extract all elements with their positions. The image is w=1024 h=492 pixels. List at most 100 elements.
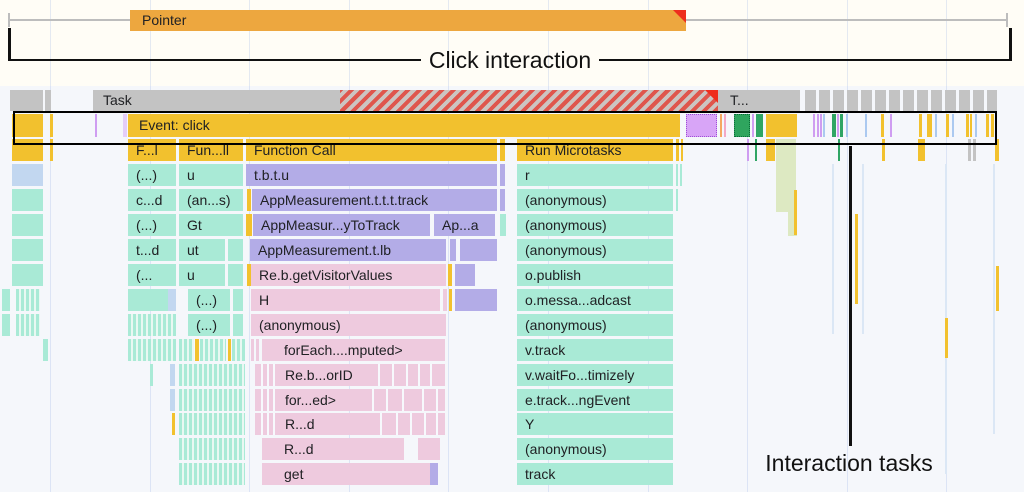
flame-bar-sliver[interactable]	[430, 463, 438, 485]
flame-bar-sliver[interactable]	[45, 90, 51, 111]
flame-bar-sliver[interactable]	[228, 239, 243, 261]
flame-bar-sliver[interactable]	[945, 318, 948, 358]
flame-bar-sliver[interactable]	[766, 139, 775, 161]
flame-bar-[interactable]: (...	[128, 264, 176, 286]
flame-bar-sliver[interactable]	[455, 264, 475, 286]
flame-bar-sliver[interactable]	[968, 139, 971, 161]
flame-bar-foreach-mputed[interactable]: forEach....mputed>	[262, 339, 445, 361]
flame-bar-sliver[interactable]	[918, 139, 925, 161]
flame-bar-sliver[interactable]	[788, 212, 797, 236]
flame-bar-sliver[interactable]	[676, 139, 679, 161]
flame-bar-sliver[interactable]	[986, 114, 989, 137]
flame-bar-sliver[interactable]	[450, 239, 456, 261]
flame-bar-sliver[interactable]	[43, 339, 48, 361]
flame-bar-sliver[interactable]	[756, 114, 763, 137]
flame-bar-o-messa-adcast[interactable]: o.messa...adcast	[517, 289, 673, 311]
flame-bar-sliver[interactable]	[170, 364, 175, 386]
flame-bar-sliver[interactable]	[991, 114, 994, 137]
flame-bar-sliver[interactable]	[2, 314, 10, 336]
flame-bar-sliver[interactable]	[123, 114, 127, 137]
flame-bar-track[interactable]: track	[517, 463, 673, 485]
flame-bar-sliver[interactable]	[720, 114, 722, 137]
flame-bar-sliver[interactable]	[449, 289, 452, 311]
flame-bar-v-waitfo-timizely[interactable]: v.waitFo...timizely	[517, 364, 673, 386]
flame-bar-sliver[interactable]	[676, 164, 678, 186]
flame-bar-task[interactable]: Task	[93, 90, 340, 111]
flame-bar-sliver[interactable]	[50, 114, 53, 137]
flame-bar-y[interactable]: Y	[517, 413, 673, 435]
flame-bar-r-d[interactable]: R...d	[255, 413, 445, 435]
flame-bar-e-track-ngevent[interactable]: e.track...ngEvent	[517, 389, 673, 411]
flame-bar-sliver[interactable]	[448, 264, 452, 286]
flame-bar-sliver[interactable]	[228, 264, 243, 286]
flame-bar-sliver[interactable]	[179, 413, 245, 435]
flame-bar-sliver[interactable]	[228, 339, 231, 361]
flame-bar-sliver[interactable]	[172, 413, 175, 435]
flame-bar-sliver[interactable]	[846, 114, 848, 137]
flame-bar-sliver[interactable]	[12, 189, 43, 211]
flame-bar-appmeasurement-t-t-t-track[interactable]: AppMeasurement.t.t.t.track	[252, 189, 497, 211]
flame-bar-[interactable]: (...)	[128, 214, 176, 236]
flame-bar-sliver[interactable]	[443, 289, 447, 311]
flame-bar-sliver[interactable]	[247, 189, 251, 211]
flame-bar-sliver[interactable]	[12, 264, 43, 286]
flame-bar-sliver[interactable]	[460, 239, 497, 261]
flame-bar-sliver[interactable]	[881, 114, 884, 137]
flame-bar-sliver[interactable]	[952, 114, 954, 137]
flame-bar-sliver[interactable]	[500, 214, 506, 236]
flame-bar-sliver[interactable]	[975, 114, 977, 137]
flame-bar-sliver[interactable]	[233, 289, 243, 311]
flame-bar-sliver[interactable]	[837, 114, 839, 137]
flame-bar-sliver[interactable]	[755, 139, 757, 161]
flame-bar-sliver[interactable]	[251, 339, 254, 361]
flame-bar-sliver[interactable]	[16, 289, 40, 311]
flame-bar-get[interactable]: get	[262, 463, 432, 485]
flame-bar-t[interactable]: T...	[718, 90, 800, 111]
flame-bar-u[interactable]: u	[179, 264, 225, 286]
flame-bar-sliver[interactable]	[128, 314, 176, 336]
flame-bar-sliver[interactable]	[246, 214, 252, 236]
flame-bar-sliver[interactable]	[890, 114, 892, 137]
flame-bar-an-s[interactable]: (an...s)	[179, 189, 243, 211]
flame-bar-sliver[interactable]	[995, 139, 999, 161]
flame-bar-sliver[interactable]	[10, 90, 43, 111]
flame-bar-sliver[interactable]	[882, 139, 885, 161]
flame-bar-sliver[interactable]	[179, 463, 245, 485]
flame-bar-sliver[interactable]	[200, 339, 226, 361]
flame-bar-sliver[interactable]	[794, 190, 797, 235]
flame-bar-sliver[interactable]	[95, 114, 97, 137]
flame-bar-anonymous[interactable]: (anonymous)	[517, 189, 673, 211]
flame-bar-t-b-t-u[interactable]: t.b.t.u	[246, 164, 497, 186]
flame-bar-sliver[interactable]	[150, 364, 153, 386]
flame-bar-sliver[interactable]	[840, 114, 843, 137]
flame-bar-sliver[interactable]	[813, 114, 815, 137]
flame-bar-sliver[interactable]	[946, 114, 949, 137]
flame-bar-sliver[interactable]	[766, 114, 797, 137]
flame-bar-sliver[interactable]	[500, 139, 505, 161]
flame-bar-sliver[interactable]	[973, 139, 976, 161]
flame-bar-v-track[interactable]: v.track	[517, 339, 673, 361]
flame-bar-sliver[interactable]	[455, 289, 497, 311]
flame-bar-sliver[interactable]	[256, 339, 259, 361]
flame-bar-sliver[interactable]	[724, 114, 726, 137]
flame-bar-sliver[interactable]	[247, 264, 251, 286]
flame-bar-t-d[interactable]: t...d	[128, 239, 176, 261]
flame-bar-sliver[interactable]	[179, 339, 194, 361]
flame-bar-sliver[interactable]	[12, 239, 43, 261]
flame-bar-sliver[interactable]	[2, 289, 10, 311]
flame-bar-sliver[interactable]	[16, 314, 40, 336]
flame-bar-sliver[interactable]	[168, 289, 176, 311]
flame-bar-[interactable]: (...)	[188, 289, 230, 311]
flame-bar-sliver[interactable]	[919, 114, 922, 137]
flame-bar-sliver[interactable]	[179, 364, 245, 386]
flame-bar-anonymous[interactable]: (anonymous)	[517, 214, 673, 236]
flame-bar-event-click[interactable]: Event: click	[128, 114, 680, 137]
flame-bar-u[interactable]: u	[179, 164, 243, 186]
flame-bar-sliver[interactable]	[817, 114, 819, 137]
flame-bar-sliver[interactable]	[855, 214, 858, 304]
flame-bar-sliver[interactable]	[12, 114, 43, 137]
flame-bar-sliver[interactable]	[820, 114, 822, 137]
flame-bar-ap-a[interactable]: Ap...a	[434, 214, 495, 236]
flame-bar-sliver[interactable]	[128, 339, 176, 361]
flame-bar-re-b-orid[interactable]: Re.b...orID	[255, 364, 445, 386]
